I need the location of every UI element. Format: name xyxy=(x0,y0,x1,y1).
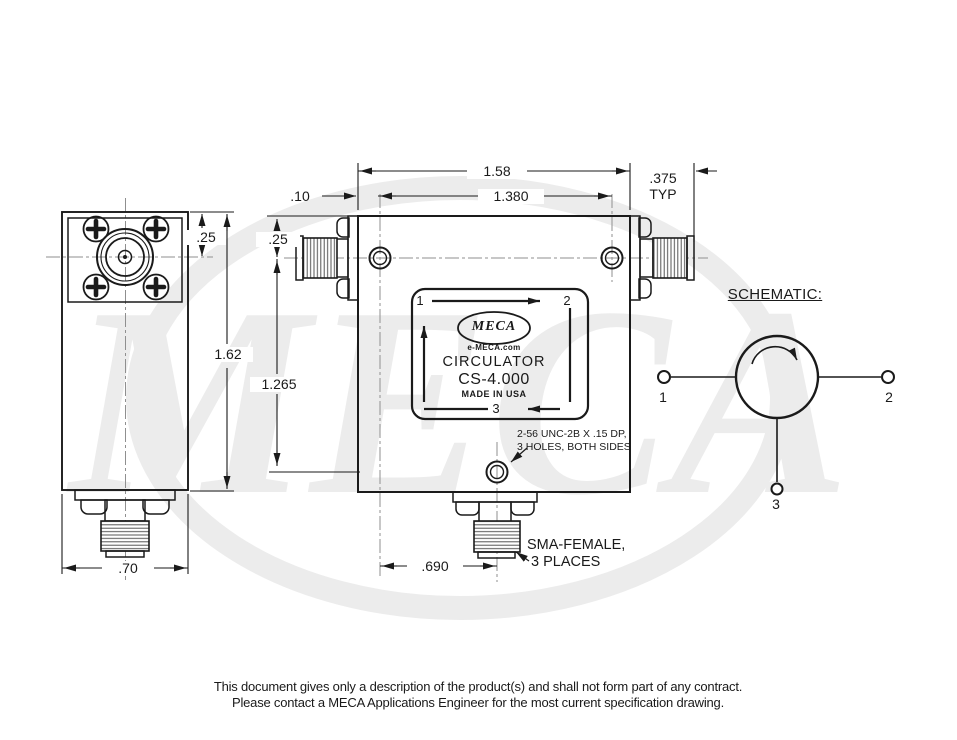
disclaimer-line2: Please contact a MECA Applications Engin… xyxy=(231,695,725,710)
schematic-port2: 2 xyxy=(885,389,893,405)
note-sma-line1: SMA-FEMALE, xyxy=(527,537,626,553)
disclaimer-line1: This document gives only a description o… xyxy=(213,679,743,694)
label-port2: 2 xyxy=(563,293,571,308)
circulation-arrows xyxy=(420,297,572,413)
label-origin: MADE IN USA xyxy=(461,389,527,399)
dim-hole-spacing: 1.380 xyxy=(478,189,544,204)
side-flange-plate xyxy=(67,217,183,303)
dim-front-top-offset: .25 xyxy=(256,232,300,247)
label-port3: 3 xyxy=(492,401,500,416)
rotation-arrow xyxy=(751,345,798,365)
front-view xyxy=(284,194,708,582)
side-bottom-sma xyxy=(74,489,176,558)
port3-sma xyxy=(452,491,538,559)
note-tap-line1: 2-56 UNC-2B X .15 DP, xyxy=(517,428,627,440)
label-product: CIRCULATOR xyxy=(442,354,546,370)
dim-overall-width: 1.58 xyxy=(467,164,527,179)
dim-side-width: .70 xyxy=(102,561,154,576)
circulator-circle xyxy=(734,334,820,420)
schematic-port1-terminal xyxy=(657,370,671,384)
note-tap-line2: 3 HOLES, BOTH SIDES xyxy=(517,441,631,453)
dim-connector-length: .375 xyxy=(649,170,677,186)
dim-bottom-port-offset: .690 xyxy=(407,559,463,574)
schematic-port3: 3 xyxy=(772,496,780,512)
label-model: CS-4.000 xyxy=(458,371,530,388)
dim-side-top-offset: .25 xyxy=(186,230,226,245)
dimensions xyxy=(61,163,717,574)
label-logo: MECA xyxy=(471,319,517,334)
schematic-title: SCHEMATIC: xyxy=(727,286,823,303)
meca-logo-oval xyxy=(457,311,531,345)
port1-sma xyxy=(295,215,359,301)
dim-edge-to-hole: .10 xyxy=(290,188,310,204)
dim-body-height: 1.62 xyxy=(203,347,253,362)
schematic-port1: 1 xyxy=(659,389,667,405)
note-sma-line2: 3 PLACES xyxy=(531,554,601,570)
side-view xyxy=(46,198,213,580)
label-site: e-MECA.com xyxy=(467,343,521,352)
label-port1: 1 xyxy=(416,293,424,308)
side-connector-face xyxy=(96,228,154,286)
flange-screws xyxy=(82,215,170,301)
dim-center-to-hole: 1.265 xyxy=(250,377,308,392)
port2-sma xyxy=(629,215,695,301)
schematic-port3-terminal xyxy=(770,482,784,496)
dim-connector-typ: TYP xyxy=(649,186,677,202)
tapped-holes xyxy=(368,246,624,484)
product-label xyxy=(410,287,590,421)
schematic-symbol xyxy=(657,334,895,496)
leader-lines xyxy=(510,447,530,562)
schematic-port2-terminal xyxy=(881,370,895,384)
